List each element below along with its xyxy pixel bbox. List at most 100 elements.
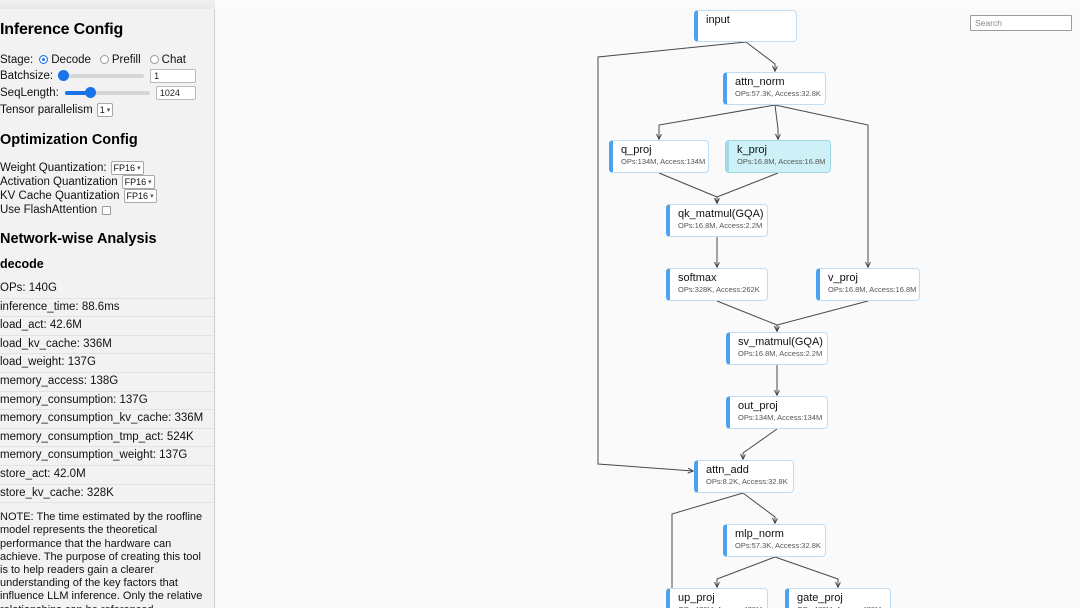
radio-dot-icon [99, 55, 109, 64]
search-container [970, 15, 1072, 31]
node-title: attn_norm [735, 76, 785, 88]
node-stats: OPs:16.8M, Access:16.8M [737, 157, 826, 166]
node-stats: OPs:16.8M, Access:16.8M [828, 285, 917, 294]
stage-radio-prefill[interactable]: Prefill [99, 53, 141, 66]
stage-option-label: Chat [161, 53, 186, 66]
node-title: v_proj [828, 272, 858, 284]
use-flashattention-label: Use FlashAttention [0, 204, 98, 216]
graph-node-input[interactable]: input [694, 10, 797, 42]
tensor-parallelism-label: Tensor parallelism [0, 103, 93, 116]
node-title: up_proj [678, 592, 715, 604]
select-value: FP16 [124, 177, 147, 187]
kv-cache-quantization-label: KV Cache Quantization [0, 190, 120, 202]
node-stats: OPs:328K, Access:262K [678, 285, 760, 294]
seqlength-label: SeqLength: [0, 86, 59, 99]
stage-option-label: Decode [51, 53, 91, 66]
stage-option-label: Prefill [111, 53, 141, 66]
metric-row: memory_access: 138G [0, 373, 214, 392]
use-flashattention-row: Use FlashAttention [0, 203, 214, 217]
radio-dot-icon [39, 55, 49, 64]
node-title: qk_matmul(GQA) [678, 208, 764, 220]
optimization-config-title: Optimization Config [0, 132, 138, 148]
weight-quantization-select[interactable]: FP16 ▾ [110, 161, 144, 175]
tensor-parallelism-row: Tensor parallelism 1 ▾ [0, 101, 214, 118]
weight-quantization-label: Weight Quantization: [0, 162, 107, 174]
chevron-down-icon: ▾ [137, 165, 141, 172]
node-stats: OPs:16.8M, Access:2.2M [738, 349, 823, 358]
node-stats: OPs:134M, Access:134M [738, 413, 823, 422]
node-title: k_proj [737, 144, 767, 156]
node-stats: OPs:16.8M, Access:2.2M [678, 221, 763, 230]
node-title: q_proj [621, 144, 652, 156]
activation-quantization-row: Activation Quantization FP16 ▾ [0, 175, 214, 189]
radio-dot-icon [149, 55, 159, 64]
select-value: 1 [99, 104, 105, 115]
stage-radio-group[interactable]: Decode Prefill Chat [39, 54, 186, 66]
slider-fill [64, 90, 90, 95]
graph-edges [597, 41, 1080, 608]
use-flashattention-checkbox[interactable] [102, 205, 112, 215]
sidebar: Inference Config Stage: Decode Prefill C… [0, 9, 215, 608]
metrics-list: OPs: 140G inference_time: 88.6ms load_ac… [0, 280, 214, 504]
metric-row: load_act: 42.6M [0, 317, 214, 336]
seqlength-value[interactable]: 1024 [155, 85, 196, 100]
node-title: gate_proj [797, 592, 843, 604]
graph-node-qk_matmul[interactable]: qk_matmul(GQA)OPs:16.8M, Access:2.2M [666, 204, 768, 237]
node-stats: OPs:470M, Access:470M [678, 605, 767, 608]
slider-thumb[interactable] [58, 69, 70, 81]
slider-thumb[interactable] [84, 86, 96, 98]
metric-row: OPs: 140G [0, 280, 214, 299]
batchsize-label: Batchsize: [0, 69, 54, 82]
node-title: mlp_norm [735, 528, 784, 540]
chevron-down-icon: ▾ [106, 106, 111, 114]
search-input[interactable] [970, 15, 1072, 31]
node-title: sv_matmul(GQA) [738, 336, 823, 348]
stage-row: Stage: Decode Prefill Chat [0, 52, 214, 67]
metric-row: load_weight: 137G [0, 354, 214, 373]
kv-cache-quantization-row: KV Cache Quantization FP16 ▾ [0, 189, 214, 203]
roofline-note: NOTE: The time estimated by the roofline… [0, 511, 203, 608]
node-stats: OPs:134M, Access:134M [621, 157, 706, 166]
kv-cache-quantization-select[interactable]: FP16 ▾ [123, 189, 157, 203]
chevron-down-icon: ▾ [148, 179, 152, 186]
node-stats: OPs:8.2K, Access:32.8K [706, 477, 788, 486]
stage-radio-chat[interactable]: Chat [149, 53, 186, 66]
metric-row: memory_consumption_weight: 137G [0, 447, 214, 466]
node-stats: OPs:57.3K, Access:32.8K [735, 541, 821, 550]
batchsize-slider[interactable] [58, 69, 145, 81]
select-value: FP16 [113, 163, 136, 173]
metric-row: store_act: 42.0M [0, 466, 214, 485]
node-title: softmax [678, 272, 717, 284]
node-stats: OPs:470M, Access:470M [797, 605, 890, 608]
stage-radio-decode[interactable]: Decode [39, 54, 91, 66]
select-value: FP16 [126, 191, 149, 201]
node-title: attn_add [706, 464, 749, 476]
batchsize-value[interactable]: 1 [150, 68, 197, 83]
weight-quantization-row: Weight Quantization: FP16 ▾ [0, 161, 214, 175]
analysis-subtitle: decode [0, 257, 44, 271]
node-stats: OPs:57.3K, Access:32.8K [735, 89, 821, 98]
metric-row: memory_consumption_tmp_act: 524K [0, 429, 214, 448]
inference-config-title: Inference Config [0, 21, 124, 38]
tensor-parallelism-select[interactable]: 1 ▾ [96, 102, 114, 117]
activation-quantization-select[interactable]: FP16 ▾ [121, 175, 155, 189]
graph-node-sv_matmul[interactable]: sv_matmul(GQA)OPs:16.8M, Access:2.2M [726, 332, 828, 365]
metric-row: store_kv_cache: 328K [0, 485, 214, 504]
metric-row: memory_consumption_kv_cache: 336M [0, 410, 214, 429]
seqlength-slider[interactable] [64, 86, 150, 98]
stage-label: Stage: [0, 53, 34, 66]
metric-row: load_kv_cache: 336M [0, 336, 214, 355]
